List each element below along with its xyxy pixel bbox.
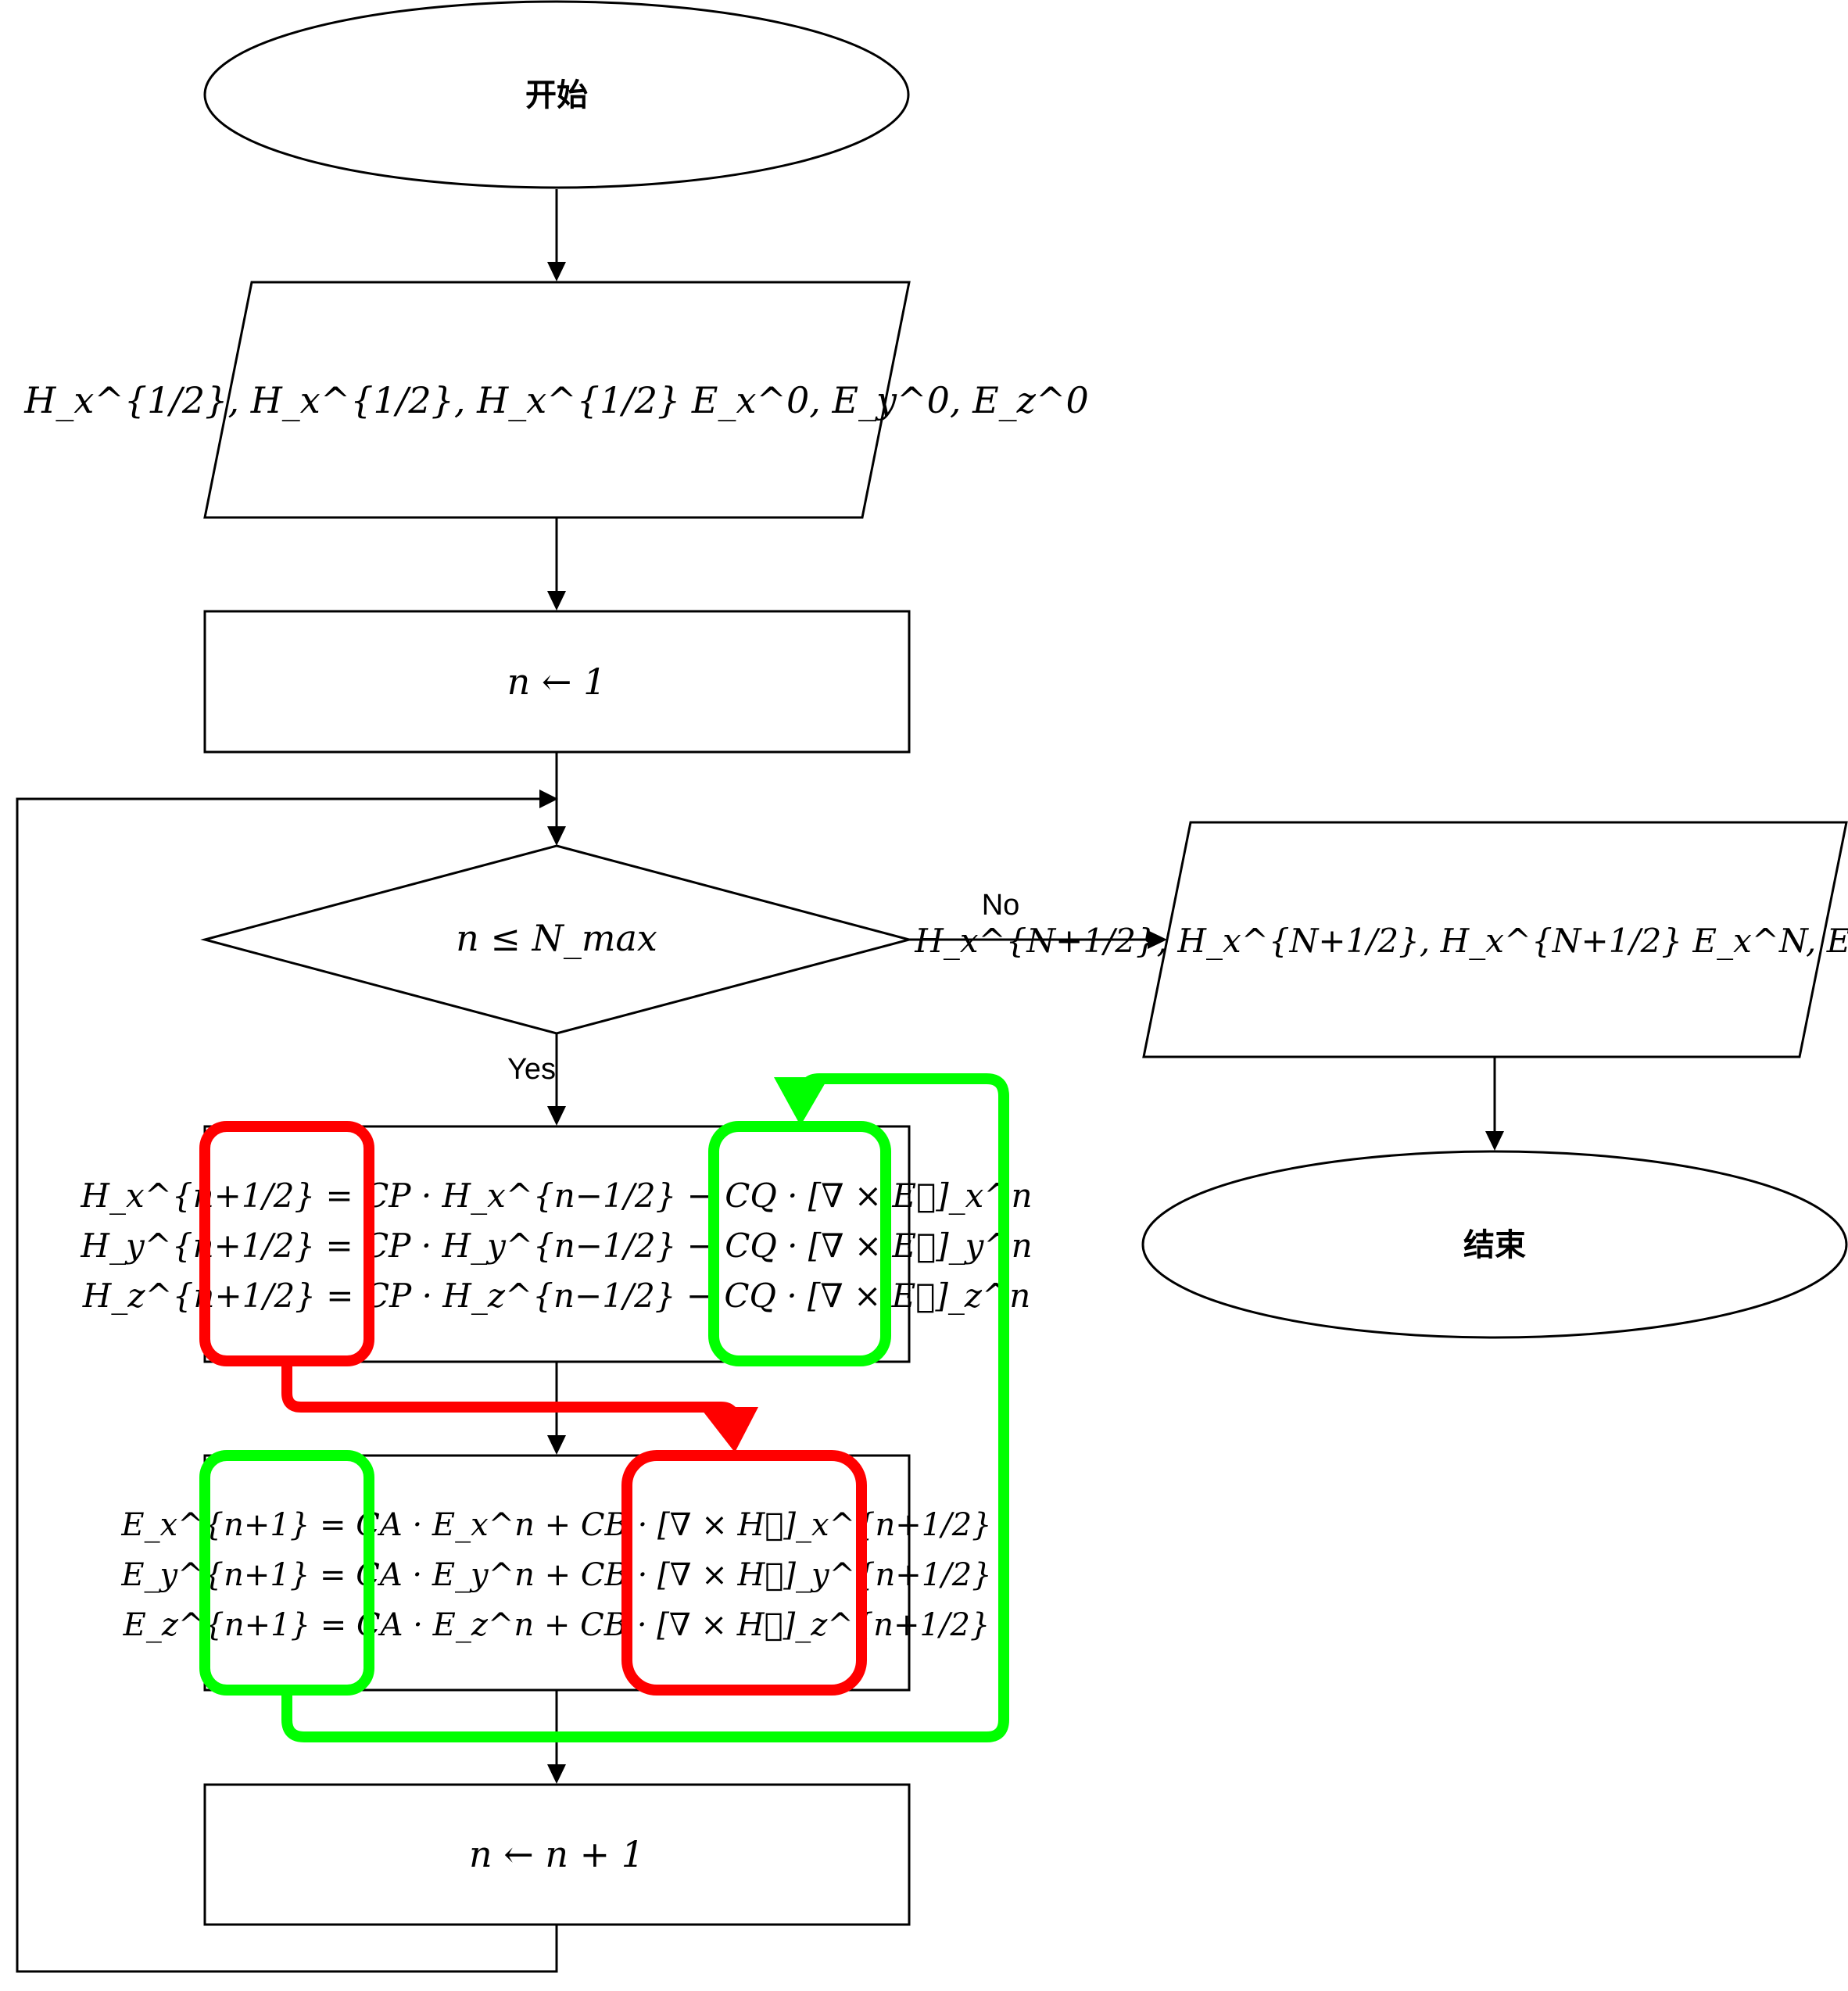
h-update-line-y: H_y^{n+1/2} = CP · H_y^{n−1/2} − CQ · [∇… [80, 1226, 1032, 1265]
edge-label-yes: Yes [507, 1053, 556, 1086]
init-n-node: n ← 1 [203, 610, 911, 754]
highlight-curl-h-term [621, 1450, 867, 1696]
increment-label: n ← n + 1 [469, 1833, 644, 1875]
arrowhead [547, 591, 566, 611]
h-update-line-z: H_z^{n+1/2} = CP · H_z^{n−1/2} − CQ · [∇… [82, 1277, 1031, 1315]
increment-node: n ← n + 1 [203, 1783, 911, 1926]
e-update-line-y: E_y^{n+1} = CA · E_y^n + CB · [∇ × H⃗]_y… [120, 1557, 991, 1593]
red-connector [281, 1361, 740, 1424]
h-update-node: H_x^{n+1/2} = CP · H_x^{n−1/2} − CQ · [∇… [80, 1125, 1033, 1363]
arrowhead [539, 790, 558, 808]
start-label: 开始 [525, 77, 588, 113]
output-fields-label: H_x^{N+1/2}, H_x^{N+1/2}, H_x^{N+1/2} E_… [914, 922, 1848, 960]
e-update-box [203, 1454, 911, 1692]
increment-box [203, 1783, 911, 1926]
start-node: 开始 [203, 0, 910, 189]
arrowhead [547, 1435, 566, 1455]
green-arrowhead [774, 1077, 829, 1126]
connectors [16, 189, 1504, 1973]
arrowhead [547, 262, 566, 281]
highlight-annotations [199, 1073, 1009, 1742]
init-n-box [203, 610, 911, 754]
init-fields-label: H_x^{1/2}, H_x^{1/2}, H_x^{1/2} E_x^0, E… [23, 379, 1088, 421]
e-update-line-x: E_x^{n+1} = CA · E_x^n + CB · [∇ × H⃗]_x… [120, 1507, 991, 1543]
highlight-curl-e-term [708, 1121, 891, 1366]
start-ellipse [203, 0, 910, 189]
end-ellipse [1141, 1150, 1848, 1339]
edge-loop-back [16, 797, 558, 1973]
end-node: 结束 [1141, 1150, 1848, 1339]
condition-diamond [200, 844, 914, 1035]
output-fields-node: H_x^{N+1/2}, H_x^{N+1/2}, H_x^{N+1/2} E_… [914, 821, 1848, 1058]
init-fields-node: H_x^{1/2}, H_x^{1/2}, H_x^{1/2} E_x^0, E… [23, 281, 1089, 519]
e-update-node: E_x^{n+1} = CA · E_x^n + CB · [∇ × H⃗]_x… [120, 1454, 992, 1692]
h-update-box [203, 1125, 911, 1363]
arrowhead [1485, 1131, 1504, 1151]
init-fields-parallelogram [203, 281, 911, 519]
arrowhead [1148, 930, 1167, 949]
condition-node: n ≤ N_max [200, 844, 914, 1035]
output-fields-parallelogram [1142, 821, 1848, 1058]
e-update-line-z: E_z^{n+1} = CA · E_z^n + CB · [∇ × H⃗]_z… [123, 1607, 990, 1643]
edge-label-no: No [982, 889, 1020, 922]
init-n-label: n ← 1 [507, 661, 607, 703]
arrowhead [547, 1764, 566, 1784]
red-arrowhead [700, 1407, 758, 1452]
h-update-line-x: H_x^{n+1/2} = CP · H_x^{n−1/2} − CQ · [∇… [80, 1176, 1032, 1215]
end-label: 结束 [1463, 1227, 1526, 1263]
arrowhead [547, 1106, 566, 1126]
arrowhead [547, 826, 566, 846]
condition-label: n ≤ N_max [456, 917, 657, 959]
